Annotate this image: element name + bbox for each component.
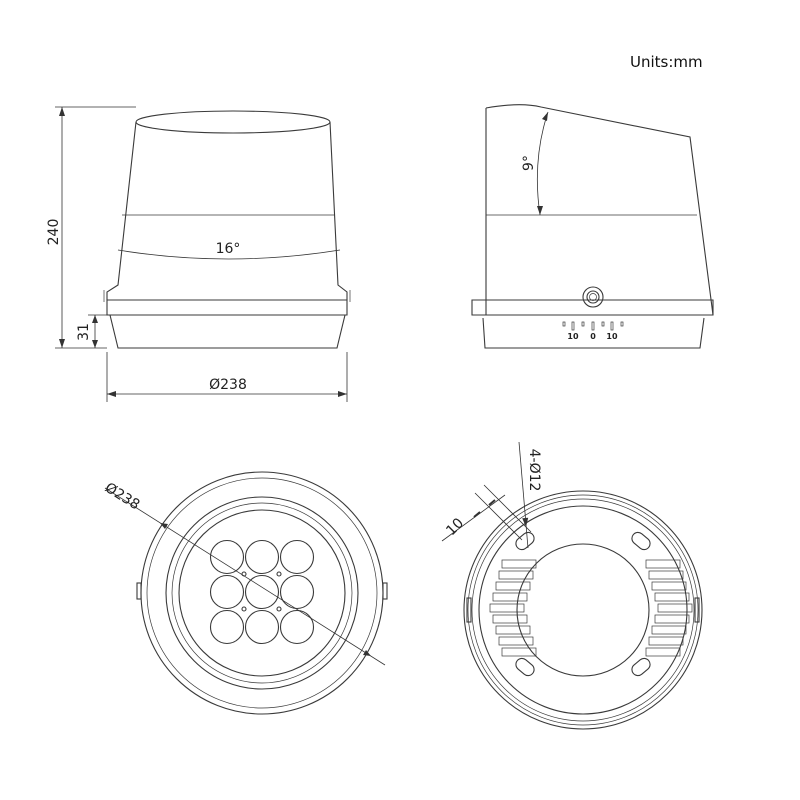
heat-sink-ribs — [489, 559, 693, 657]
rib — [501, 647, 537, 657]
bottom-front-view: Ø238 — [102, 471, 388, 715]
units-label: Units:mm — [630, 53, 703, 71]
lens — [209, 574, 245, 610]
rib — [654, 614, 690, 624]
front-diameter-label: Ø238 — [209, 377, 247, 393]
lens — [244, 539, 280, 575]
rib — [648, 570, 684, 580]
rib — [498, 636, 534, 646]
front-view: 240 31 Ø238 16° — [46, 106, 351, 402]
rib — [498, 570, 534, 580]
lens — [279, 609, 315, 645]
lens — [209, 609, 245, 645]
rib — [645, 559, 681, 569]
bottom-back-view: 4-Ø12 10 — [441, 441, 703, 730]
scale-label-center: 0 — [590, 332, 596, 341]
rib — [492, 614, 528, 624]
lens — [279, 539, 315, 575]
lens — [279, 574, 315, 610]
rib — [489, 603, 525, 613]
rib — [495, 581, 531, 591]
adjust-knob-icon — [582, 286, 604, 308]
rib — [492, 592, 528, 602]
front-base-height-label: 31 — [76, 323, 92, 341]
screw-dot — [241, 606, 247, 612]
rib — [501, 559, 537, 569]
screw-dot — [276, 606, 282, 612]
mounting-holes — [515, 531, 651, 677]
lens — [244, 574, 280, 610]
scale-label-right: 10 — [606, 332, 618, 341]
lens — [209, 539, 245, 575]
rib — [648, 636, 684, 646]
rib — [651, 581, 687, 591]
front-height-label: 240 — [46, 219, 62, 246]
lens-array — [209, 539, 315, 645]
rib — [657, 603, 693, 613]
screw-dot — [276, 571, 282, 577]
offset-label: 10 — [443, 515, 467, 539]
tilt-scale — [562, 321, 624, 331]
side-tilt-angle-label: 9° — [521, 155, 537, 171]
side-view: 10 0 10 9° — [471, 104, 714, 349]
hole-spec-label: 4-Ø12 — [526, 449, 542, 492]
rib — [645, 647, 681, 657]
rib — [495, 625, 531, 635]
front-tilt-angle-label: 16° — [216, 241, 241, 257]
lens — [244, 609, 280, 645]
rib — [654, 592, 690, 602]
rib — [651, 625, 687, 635]
scale-label-left: 10 — [567, 332, 579, 341]
bottom-front-diameter-label: Ø238 — [102, 480, 142, 514]
